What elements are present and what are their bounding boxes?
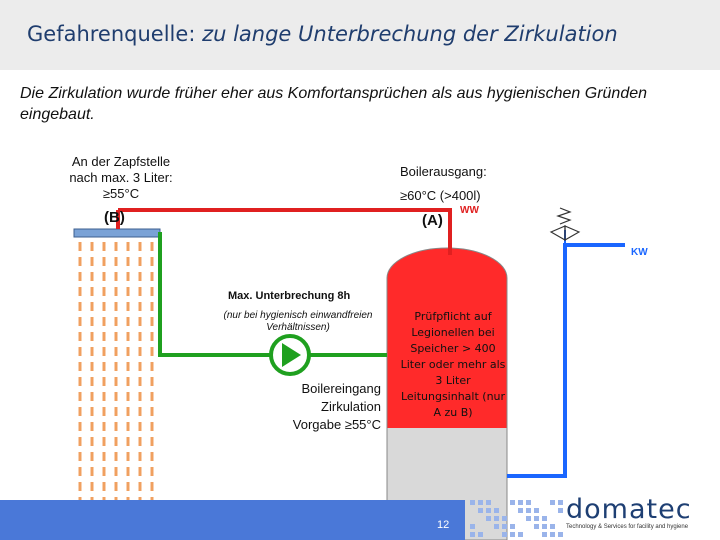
footer-dot [478, 532, 483, 537]
circulation-pipe [158, 232, 387, 357]
boiler-out-line1: Boilerausgang: [400, 164, 487, 179]
footer-dot [470, 500, 475, 505]
max-interruption-label: Max. Unterbrechung 8h [228, 290, 351, 302]
footer-dot [518, 532, 523, 537]
tap-label-line3: ≥55°C [102, 186, 140, 201]
footer-dot [542, 516, 547, 521]
cold-water-pipe [507, 243, 625, 478]
footer-dot [542, 532, 547, 537]
tap-label-line1: An der Zapfstelle [71, 154, 171, 169]
footer-dot [502, 532, 507, 537]
footer-dot [558, 532, 563, 537]
footer-dot [534, 524, 539, 529]
footer-dot [486, 516, 491, 521]
footer-dot [550, 532, 555, 537]
footer-dot [494, 524, 499, 529]
title-bar [0, 0, 720, 70]
ref-a: (A) [422, 212, 443, 229]
footer-dot [502, 516, 507, 521]
title-emphasis: zu lange Unterbrechung der Zirkulation [202, 22, 618, 46]
domatec-logo: domatec [566, 494, 692, 525]
boiler-in-line1: Boilereingang [301, 381, 381, 396]
footer-dots [470, 500, 563, 537]
footer-dot [534, 508, 539, 513]
footer-dot [470, 524, 475, 529]
footer-dot [486, 500, 491, 505]
tank-inspection-note: Prüfpflicht auf Legionellen bei Speicher… [400, 310, 506, 419]
footer-dot [526, 500, 531, 505]
footer-dot [510, 500, 515, 505]
footer-dot [558, 500, 563, 505]
footer-dot [494, 516, 499, 521]
boiler-in-label: Boilereingang Zirkulation Vorgabe ≥55°C [270, 380, 381, 434]
footer-dot [542, 524, 547, 529]
footer-dot [478, 508, 483, 513]
circulation-pump-icon [269, 334, 311, 376]
hygiene-note: (nur bei hygienisch einwandfreien Verhäl… [223, 310, 373, 333]
tap-label-line2: nach max. 3 Liter: [69, 170, 173, 185]
page-number: 12 [437, 519, 450, 531]
ref-b: (B) [104, 209, 125, 226]
boiler-out-label: Boilerausgang: ≥60°C (>400l) [400, 160, 487, 208]
kw-label: KW [631, 247, 648, 258]
footer-dot [502, 524, 507, 529]
footer-dot [526, 516, 531, 521]
footer-dot [518, 508, 523, 513]
footer-pattern [0, 500, 465, 540]
footer-dot [550, 500, 555, 505]
footer-dot [510, 524, 515, 529]
tap-drop-lines [78, 242, 154, 500]
title-prefix: Gefahrenquelle: [27, 22, 196, 46]
footer-dot [470, 532, 475, 537]
footer-dot [518, 500, 523, 505]
boiler-in-line3: Vorgabe ≥55°C [292, 417, 381, 432]
footer-dot [558, 508, 563, 513]
footer-dot [510, 532, 515, 537]
footer-dot [526, 508, 531, 513]
boiler-in-line2: Zirkulation [321, 399, 381, 414]
footer-dot [486, 508, 491, 513]
intro-text: Die Zirkulation wurde früher eher aus Ko… [20, 85, 648, 123]
tap-outlet-bar [73, 228, 161, 238]
logo-subtitle: Technology & Services for facility and h… [566, 524, 689, 530]
footer-dot [494, 508, 499, 513]
slide-title: Gefahrenquelle: zu lange Unterbrechung d… [27, 22, 618, 46]
footer-dot [550, 524, 555, 529]
footer-dot [478, 500, 483, 505]
footer-dot [534, 516, 539, 521]
hot-water-pipe [118, 208, 452, 255]
safety-valve-icon [549, 207, 581, 242]
ww-label: WW [460, 205, 479, 216]
tap-label: An der Zapfstelle nach max. 3 Liter: ≥55… [60, 154, 182, 202]
boiler-out-line2: ≥60°C (>400l) [400, 188, 481, 203]
